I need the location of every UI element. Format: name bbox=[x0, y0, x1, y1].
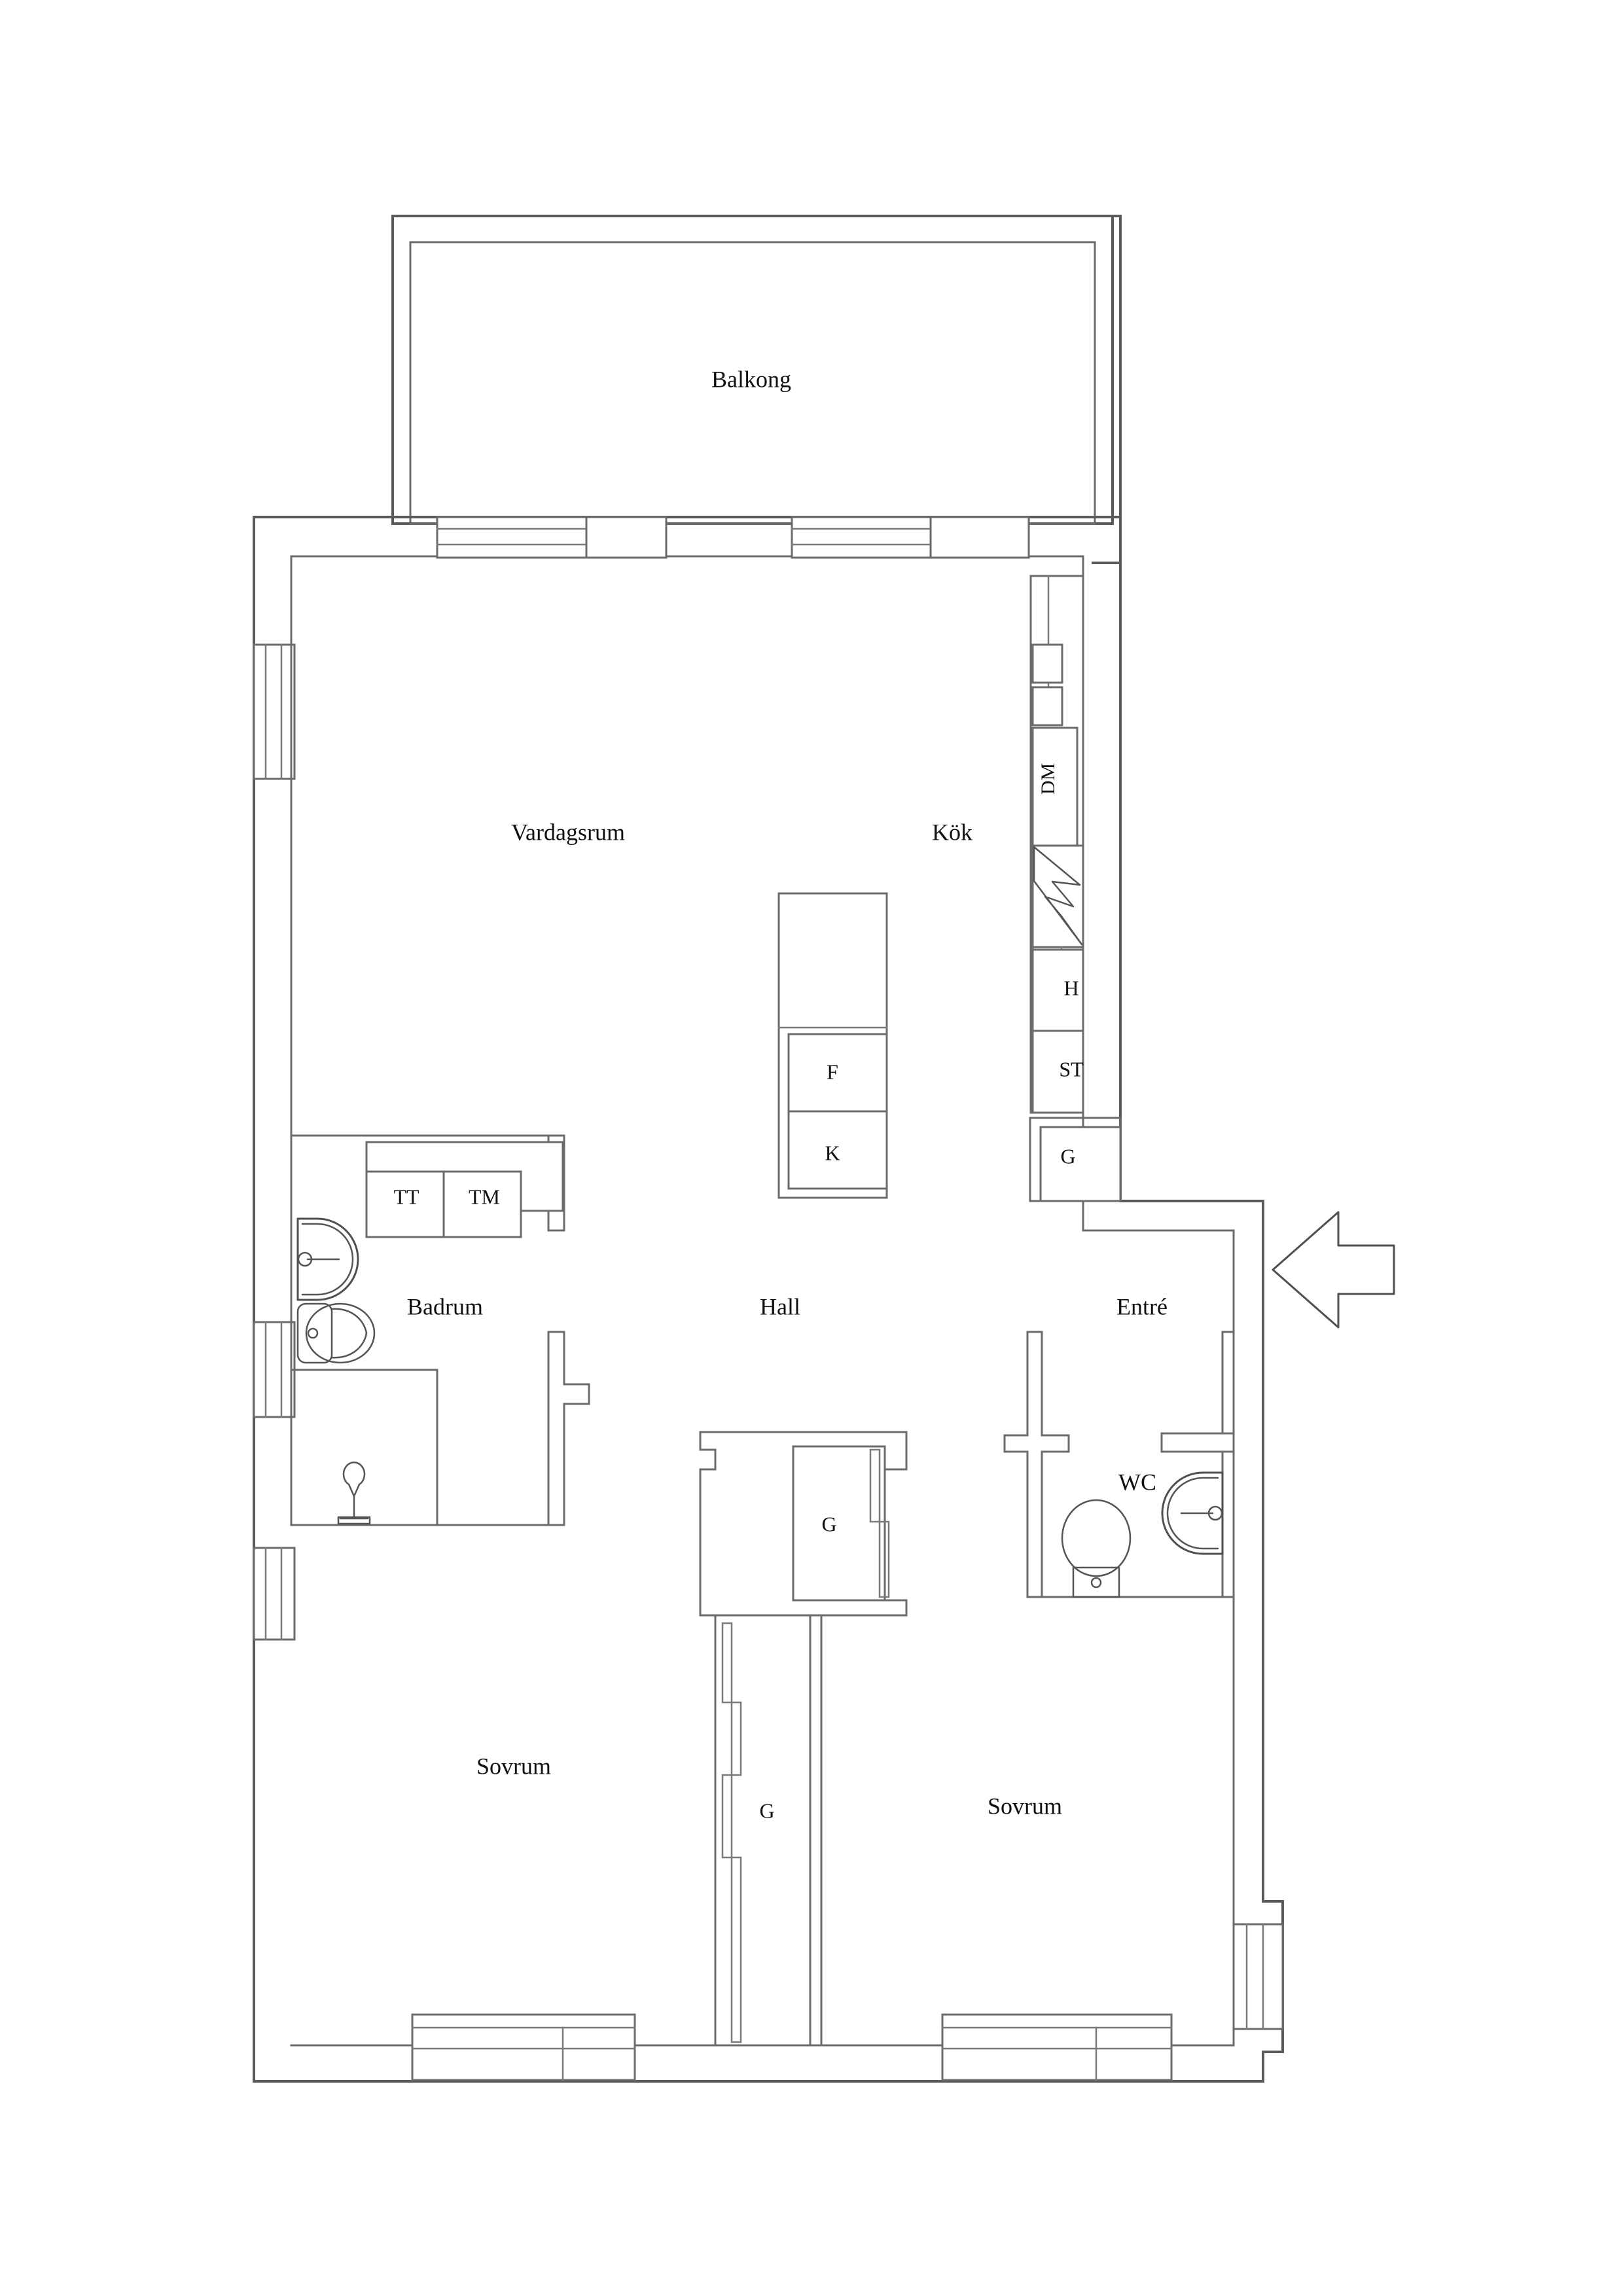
washing-machine-box bbox=[442, 1170, 522, 1238]
room-label-entre: Entré bbox=[1116, 1293, 1168, 1319]
bathroom-toilet bbox=[296, 1302, 376, 1364]
appliance-label-h: H bbox=[1063, 976, 1079, 999]
appliance-label-st: ST bbox=[1059, 1057, 1084, 1081]
building-outer-wall bbox=[253, 516, 1284, 2083]
balcony-outline bbox=[391, 215, 1122, 564]
window-bottom-right-bedroom bbox=[941, 2013, 1173, 2081]
oven-box bbox=[1031, 948, 1084, 1032]
wc-sink bbox=[1161, 1471, 1224, 1555]
wardrobe-entre bbox=[1029, 1117, 1122, 1202]
plan-text-labels: Balkong Vardagsrum Kök Badrum Hall Entré… bbox=[393, 366, 1168, 1822]
freezer-box bbox=[787, 1110, 888, 1190]
electric-symbol bbox=[1033, 846, 1083, 946]
bathroom-sink bbox=[296, 1217, 359, 1301]
bedroom-divider-walls bbox=[699, 1614, 823, 2047]
hob-zone bbox=[1031, 844, 1084, 948]
shower-drain-icon bbox=[337, 1462, 371, 1525]
laundry-appliances bbox=[365, 1141, 564, 1238]
sink-basin-1 bbox=[1031, 643, 1063, 684]
window-right-bedroom bbox=[1232, 1923, 1284, 2030]
kitchen-island bbox=[777, 892, 888, 1199]
room-label-balkong: Balkong bbox=[711, 366, 791, 392]
window-bottom-left-bedroom bbox=[411, 2013, 636, 2081]
appliance-label-tm: TM bbox=[469, 1185, 500, 1208]
appliance-label-f: F bbox=[827, 1060, 838, 1083]
appliance-label-g-hall: G bbox=[821, 1512, 836, 1535]
room-label-wc: WC bbox=[1118, 1469, 1156, 1495]
wardrobe-between-bedrooms bbox=[721, 1622, 742, 2043]
appliance-label-dm: DM bbox=[1037, 763, 1059, 795]
wc-toilet bbox=[1061, 1499, 1132, 1598]
window-balcony-left bbox=[436, 516, 668, 559]
stove-box bbox=[1031, 1030, 1084, 1114]
bathroom-shower bbox=[290, 1369, 438, 1526]
kitchen-counter-run bbox=[1029, 575, 1084, 1114]
window-left-bedroom bbox=[253, 1547, 296, 1641]
room-label-badrum: Badrum bbox=[407, 1293, 483, 1319]
tumble-dryer-box bbox=[365, 1170, 445, 1238]
room-label-vardagsrum: Vardagsrum bbox=[511, 819, 625, 845]
room-label-sovrum-left: Sovrum bbox=[476, 1753, 551, 1779]
window-left-living bbox=[253, 643, 296, 780]
wc-walls bbox=[1003, 1331, 1235, 1598]
window-balcony-right bbox=[791, 516, 1030, 559]
window-left-bathroom bbox=[253, 1321, 296, 1418]
appliance-label-k: K bbox=[825, 1141, 840, 1164]
entrance-direction-arrow bbox=[1272, 1211, 1395, 1329]
appliance-label-tt: TT bbox=[393, 1185, 419, 1208]
appliance-label-g-entre: G bbox=[1060, 1144, 1075, 1168]
room-label-hall: Hall bbox=[760, 1293, 800, 1319]
room-label-kok: Kök bbox=[932, 819, 972, 845]
hall-walls bbox=[699, 1431, 908, 1617]
fridge-box bbox=[787, 1033, 888, 1113]
living-room-walls bbox=[290, 555, 565, 1526]
sink-basin-2 bbox=[1031, 686, 1063, 726]
room-label-sovrum-right: Sovrum bbox=[988, 1793, 1062, 1819]
appliance-label-g-bedrooms: G bbox=[759, 1799, 774, 1822]
